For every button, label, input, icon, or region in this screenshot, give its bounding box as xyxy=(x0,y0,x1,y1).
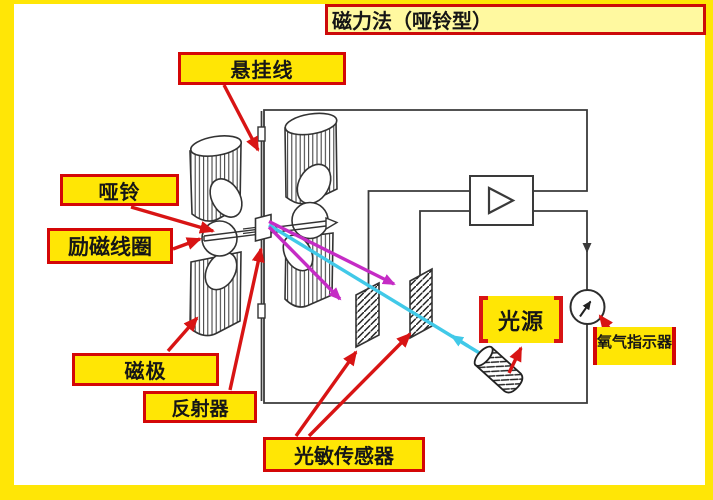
sensor-left-wire xyxy=(367,190,469,291)
label-magnetic-pole: 磁极 xyxy=(72,353,219,386)
label-oxygen-indicator: 氧气指示器 xyxy=(593,327,676,365)
photosensor-left xyxy=(355,281,380,349)
arrow-magnetic-pole xyxy=(166,316,199,353)
incident-beam xyxy=(268,223,487,359)
photosensor-right xyxy=(409,267,433,340)
suspension-anchor-top xyxy=(257,126,266,142)
frame-border-right xyxy=(705,0,713,500)
red-bracket-left xyxy=(479,296,488,343)
light-source-lamp xyxy=(473,345,524,394)
frame-border-bottom xyxy=(0,485,713,500)
label-photo-sensor: 光敏传感器 xyxy=(263,437,425,472)
reflected-beam-lower xyxy=(267,225,342,301)
label-light-source: 光源 xyxy=(479,296,563,343)
oxygen-indicator-meter xyxy=(569,289,606,325)
pole-top-left xyxy=(189,135,243,222)
pole-top-right xyxy=(284,112,338,205)
arrow-dumbbell xyxy=(130,205,215,234)
reflected-beam-upper xyxy=(268,219,396,286)
sensor-right-wire xyxy=(419,210,469,276)
arrow-photosensor-right xyxy=(307,332,412,438)
red-bracket-right xyxy=(554,296,563,343)
incident-beam-arrow xyxy=(450,334,469,348)
arrow-suspension-wire xyxy=(222,84,260,152)
label-light-source-text: 光源 xyxy=(497,308,544,334)
arrow-excitation-coil xyxy=(172,237,202,251)
page-title: 磁力法（哑铃型） xyxy=(325,4,706,35)
pole-bottom-right xyxy=(282,232,334,308)
arrow-light-source xyxy=(507,346,523,374)
frame-border-left xyxy=(0,0,14,500)
arrow-photosensor-left xyxy=(294,350,358,437)
label-dumbbell: 哑铃 xyxy=(60,174,179,206)
suspension-anchor-bottom xyxy=(257,303,266,319)
label-suspension-wire: 悬挂线 xyxy=(178,52,346,85)
reflector-mirror xyxy=(254,213,272,243)
pole-bottom-left xyxy=(189,251,242,337)
amplifier-box xyxy=(469,175,534,226)
label-excitation-coil: 励磁线圈 xyxy=(47,228,173,264)
amplifier-triangle-icon xyxy=(487,186,516,215)
frame-border-top xyxy=(0,0,713,4)
arrow-reflector xyxy=(228,247,265,391)
label-reflector: 反射器 xyxy=(143,391,257,423)
dumbbell-sphere-right xyxy=(291,201,329,240)
